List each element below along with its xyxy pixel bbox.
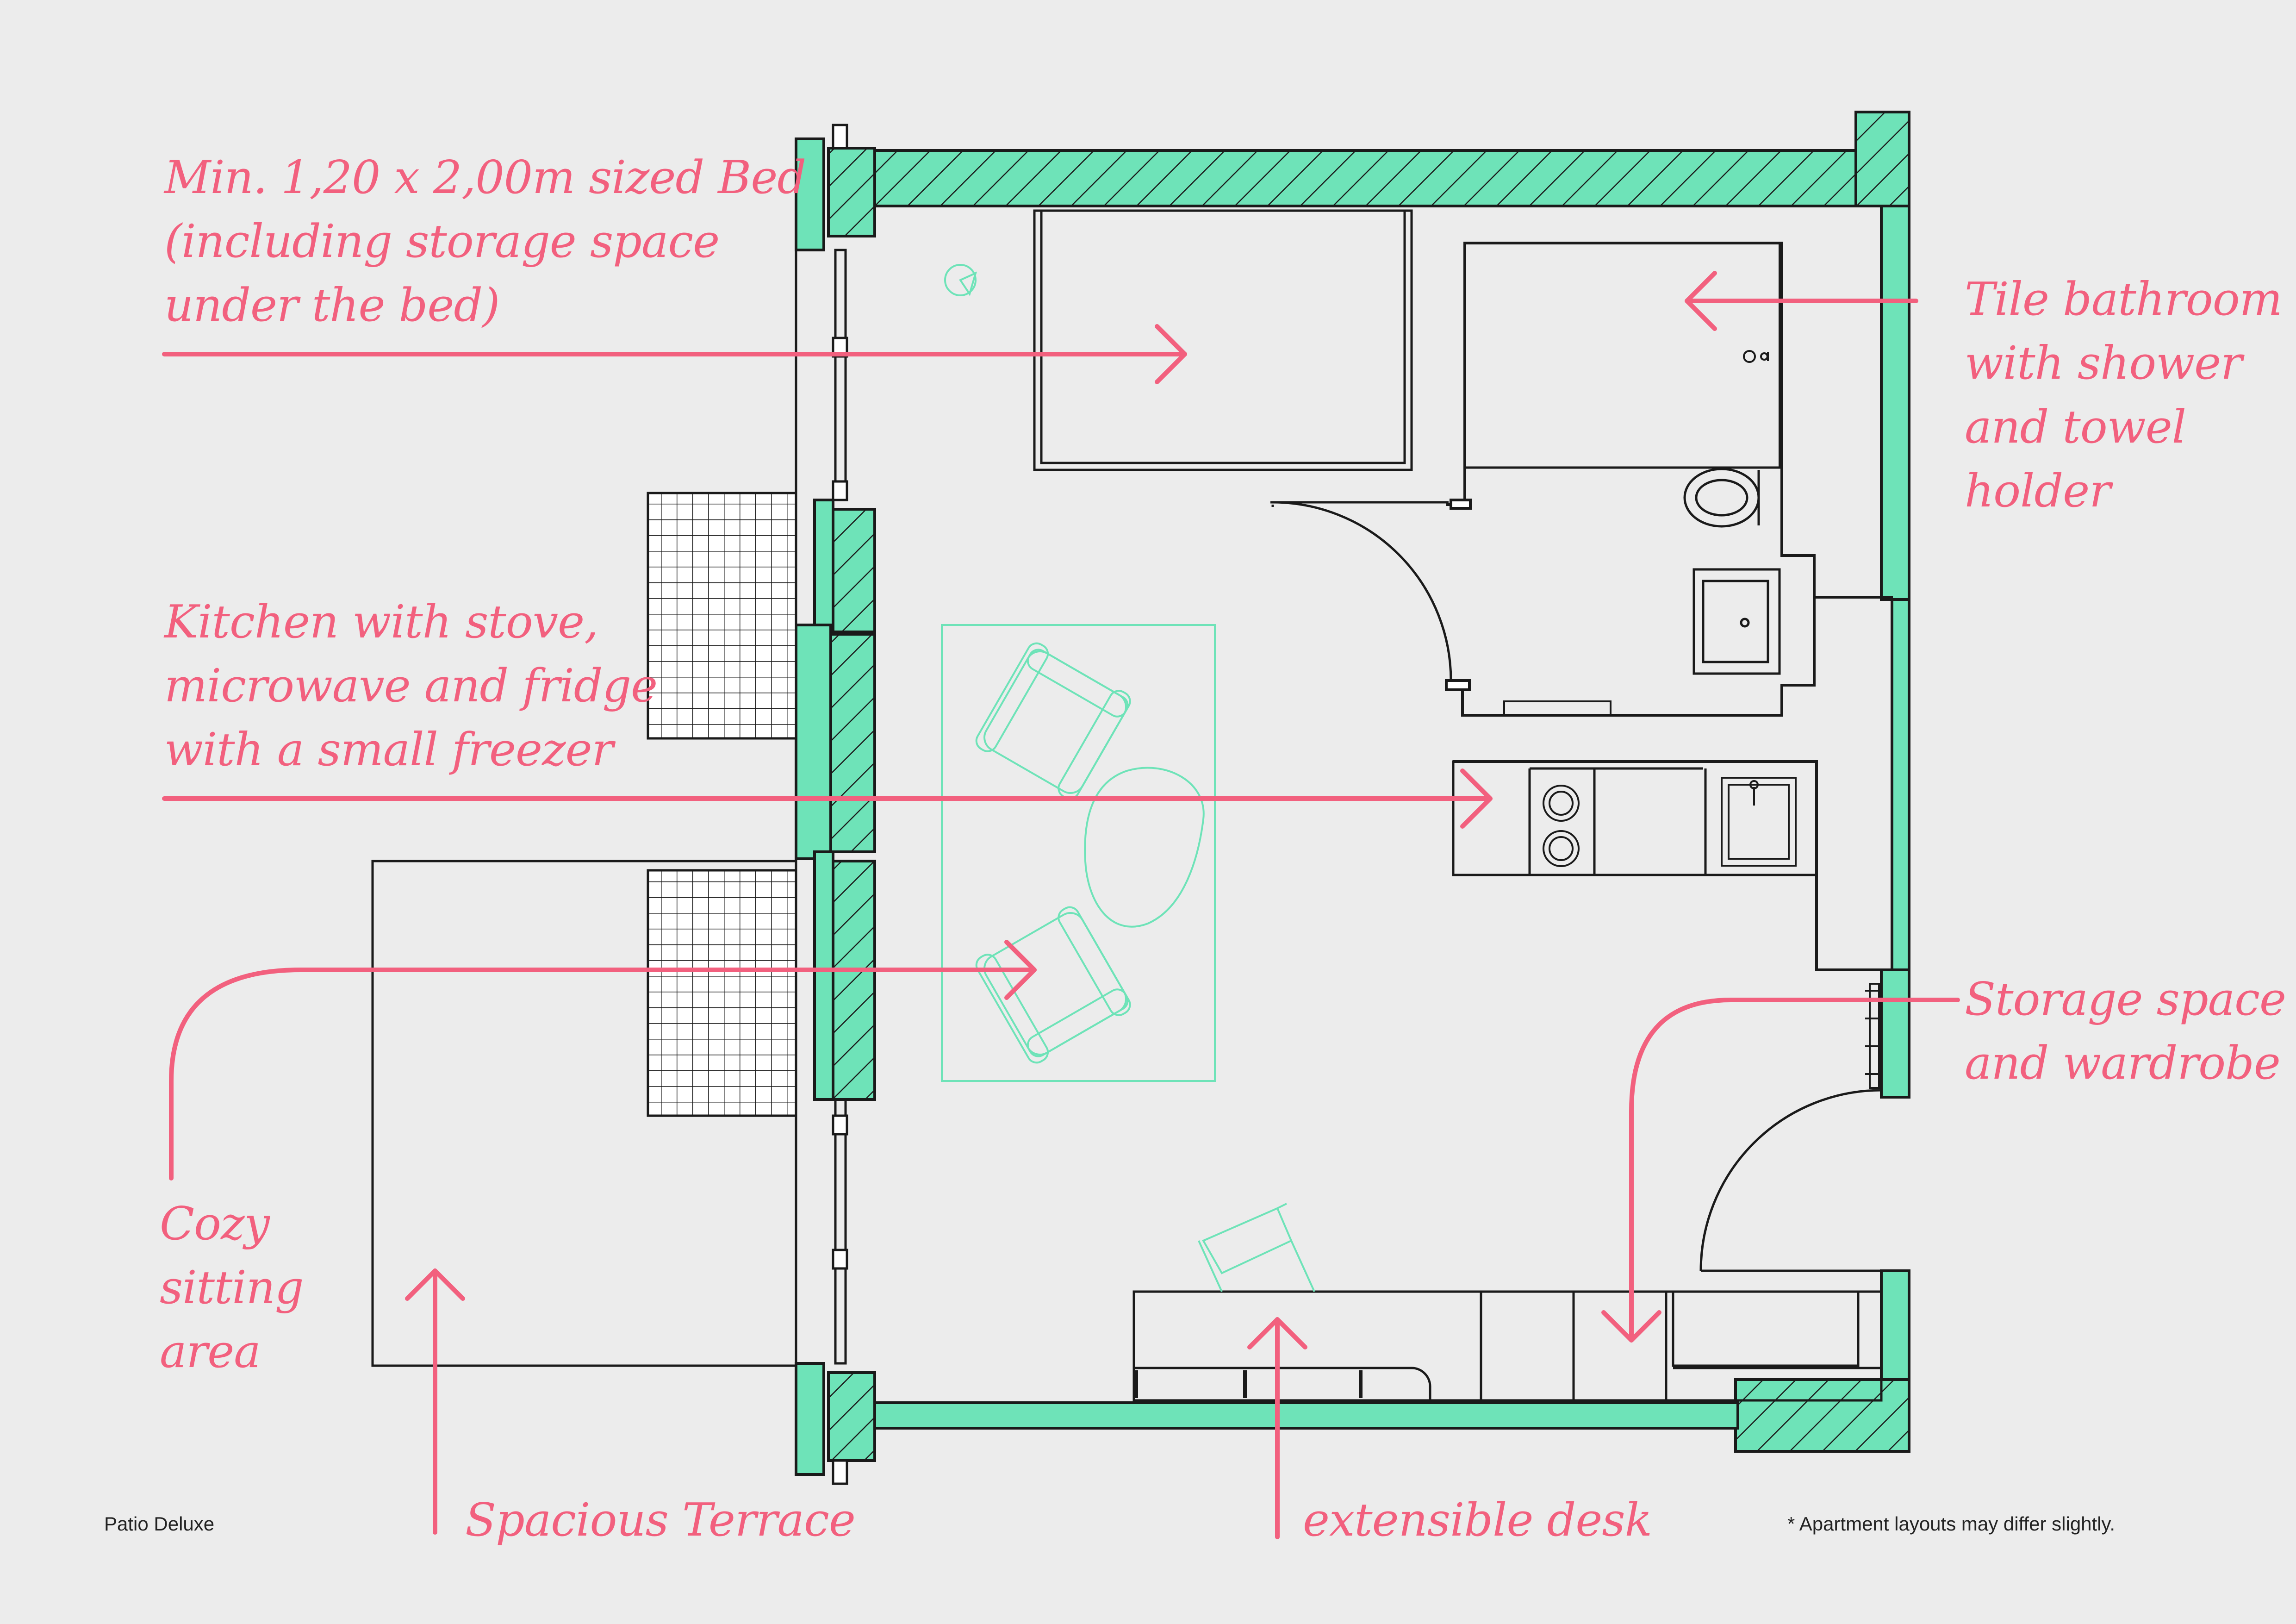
kitchen-annotation-line-3: with a small freezer xyxy=(164,724,614,776)
desk-chair-icon xyxy=(1198,1203,1315,1292)
kitchen-annotation-line-1: Kitchen with stove, xyxy=(164,596,598,649)
storage-annotation-line-2: and wardrobe xyxy=(1965,1037,2281,1090)
left-wall-segment-1-hatch xyxy=(832,508,876,633)
bathroom-annotation-line-2: with shower xyxy=(1965,337,2242,390)
sitting-area xyxy=(941,624,1216,1082)
shower-head-icon xyxy=(1743,350,1769,363)
bathroom-annotation-line-4: holder xyxy=(1965,465,2111,518)
left-wall-segment-2 xyxy=(795,624,832,860)
left-wall-segment-1 xyxy=(813,499,834,633)
bathroom xyxy=(1445,242,1893,717)
sitting-annotation-line-2: sitting xyxy=(160,1262,304,1314)
desk-annotation-text: extensible desk xyxy=(1303,1494,1652,1547)
kitchen-sink-icon xyxy=(1721,777,1797,867)
walls xyxy=(795,111,1910,1476)
wardrobe-hanger-icon xyxy=(1865,983,1880,1089)
bottom-wall xyxy=(873,1401,1739,1430)
terrace-grate-lower xyxy=(647,869,797,1117)
bottom-left-pillar xyxy=(795,1362,825,1476)
terrace-arrow xyxy=(405,1268,465,1535)
room-door xyxy=(1270,501,1452,681)
apartment-type-label: Patio Deluxe xyxy=(104,1513,215,1535)
terrace-grate-upper xyxy=(647,492,797,740)
sitting-annotation-line-3: area xyxy=(160,1325,261,1378)
bathroom-annotation-line-3: and towel xyxy=(1965,401,2186,454)
right-wall-upper xyxy=(1880,205,1910,601)
bottom-left-pillar-hatch xyxy=(827,1371,876,1462)
bed-annotation-line-2: (including storage space xyxy=(164,215,720,268)
toilet-icon xyxy=(1683,468,1760,528)
terrace-annotation-text: Spacious Terrace xyxy=(465,1494,856,1547)
top-wall xyxy=(829,149,1910,207)
storage-annotation-line-1: Storage space xyxy=(1965,973,2286,1026)
top-left-pillar-hatch xyxy=(827,147,876,237)
storage-arrow xyxy=(1601,998,1960,1343)
disclaimer-note: * Apartment layouts may differ slightly. xyxy=(1787,1513,2116,1535)
top-right-wall-corner xyxy=(1854,111,1910,207)
bathroom-annotation: Tile bathroom with shower and towel hold… xyxy=(1965,268,2283,523)
storage-annotation: Storage space and wardrobe xyxy=(1965,968,2286,1095)
bathroom-annotation-line-1: Tile bathroom xyxy=(1965,273,2283,326)
bedside-lamp-icon xyxy=(944,264,977,296)
bed-annotation-line-1: Min. 1,20 x 2,00m sized Bed xyxy=(164,151,806,204)
bathroom-arrow xyxy=(1685,271,1918,331)
armchair-lower xyxy=(975,906,1131,1064)
armchair-upper xyxy=(975,642,1131,800)
left-wall-segment-3-hatch xyxy=(832,860,876,1101)
bottom-right-wall-corner xyxy=(1734,1378,1910,1453)
coffee-table xyxy=(1084,767,1205,928)
entrance-door xyxy=(1699,1089,1882,1272)
desk-arrow xyxy=(1247,1317,1307,1539)
sitting-annotation: Cozy sitting area xyxy=(160,1192,304,1384)
terrace-annotation: Spacious Terrace xyxy=(465,1488,856,1552)
left-wall-segment-3 xyxy=(813,850,834,1101)
bathroom-sink-icon xyxy=(1692,568,1781,675)
right-wall-bottom xyxy=(1880,1269,1910,1390)
kitchen-counter xyxy=(1452,760,1893,971)
annotation-arrows xyxy=(162,271,1960,1539)
sitting-annotation-line-1: Cozy xyxy=(160,1198,270,1250)
stove-icon xyxy=(1543,785,1580,867)
rug xyxy=(941,624,1216,1082)
top-left-pillar xyxy=(795,137,825,251)
desk-annotation: extensible desk xyxy=(1303,1488,1652,1552)
kitchen-arrow xyxy=(162,768,1493,829)
kitchen-annotation: Kitchen with stove, microwave and fridge… xyxy=(164,590,658,782)
left-wall-segment-2-hatch xyxy=(829,633,876,853)
bed xyxy=(1033,209,1413,471)
right-wall-lower xyxy=(1880,968,1910,1099)
bed-annotation-line-3: under the bed) xyxy=(164,279,500,332)
desk-and-wardrobe xyxy=(1132,1290,1883,1402)
bed-annotation: Min. 1,20 x 2,00m sized Bed (including s… xyxy=(164,146,806,337)
sitting-area-arrow xyxy=(169,940,1037,1181)
bed-arrow xyxy=(162,324,1187,384)
right-wall-mid xyxy=(1891,598,1910,971)
terrace xyxy=(371,492,797,1367)
kitchen-annotation-line-2: microwave and fridge xyxy=(164,660,658,712)
